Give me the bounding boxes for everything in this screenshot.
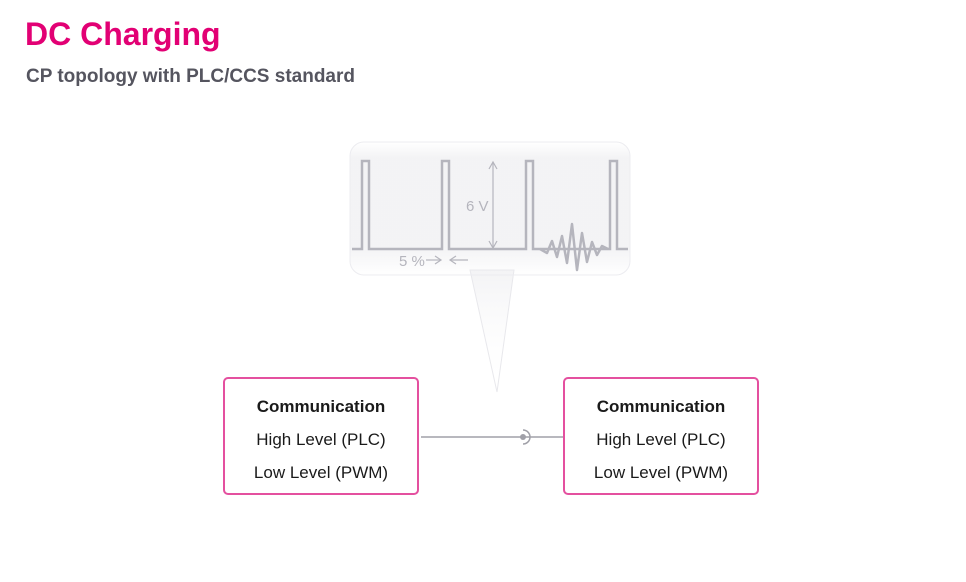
communication-box-left: Communication High Level (PLC) Low Level… [223, 377, 419, 495]
signal-callout: 6 V 5 % [349, 141, 631, 393]
communication-box-right: Communication High Level (PLC) Low Level… [563, 377, 759, 495]
pwm-waveform [352, 159, 628, 251]
low-level-label: Low Level (PWM) [593, 463, 729, 482]
voltage-dimension-arrow [488, 160, 498, 250]
connector-plug-icon [522, 429, 531, 445]
high-level-label: High Level (PLC) [596, 430, 726, 449]
high-level-label: High Level (PLC) [256, 430, 386, 449]
duty-cycle-arrows [426, 255, 468, 265]
box-heading: Communication [596, 397, 726, 416]
connection-line [421, 429, 563, 445]
callout-pointer [469, 269, 515, 393]
box-heading: Communication [256, 397, 386, 416]
slide-title: DC Charging [25, 16, 221, 52]
voltage-label: 6 V [466, 198, 489, 215]
low-level-label: Low Level (PWM) [253, 463, 389, 482]
connector-pin-icon [520, 434, 526, 440]
duty-cycle-label: 5 % [399, 253, 425, 270]
slide-subtitle: CP topology with PLC/CCS standard [26, 66, 355, 87]
plc-noise-signal [539, 222, 609, 272]
